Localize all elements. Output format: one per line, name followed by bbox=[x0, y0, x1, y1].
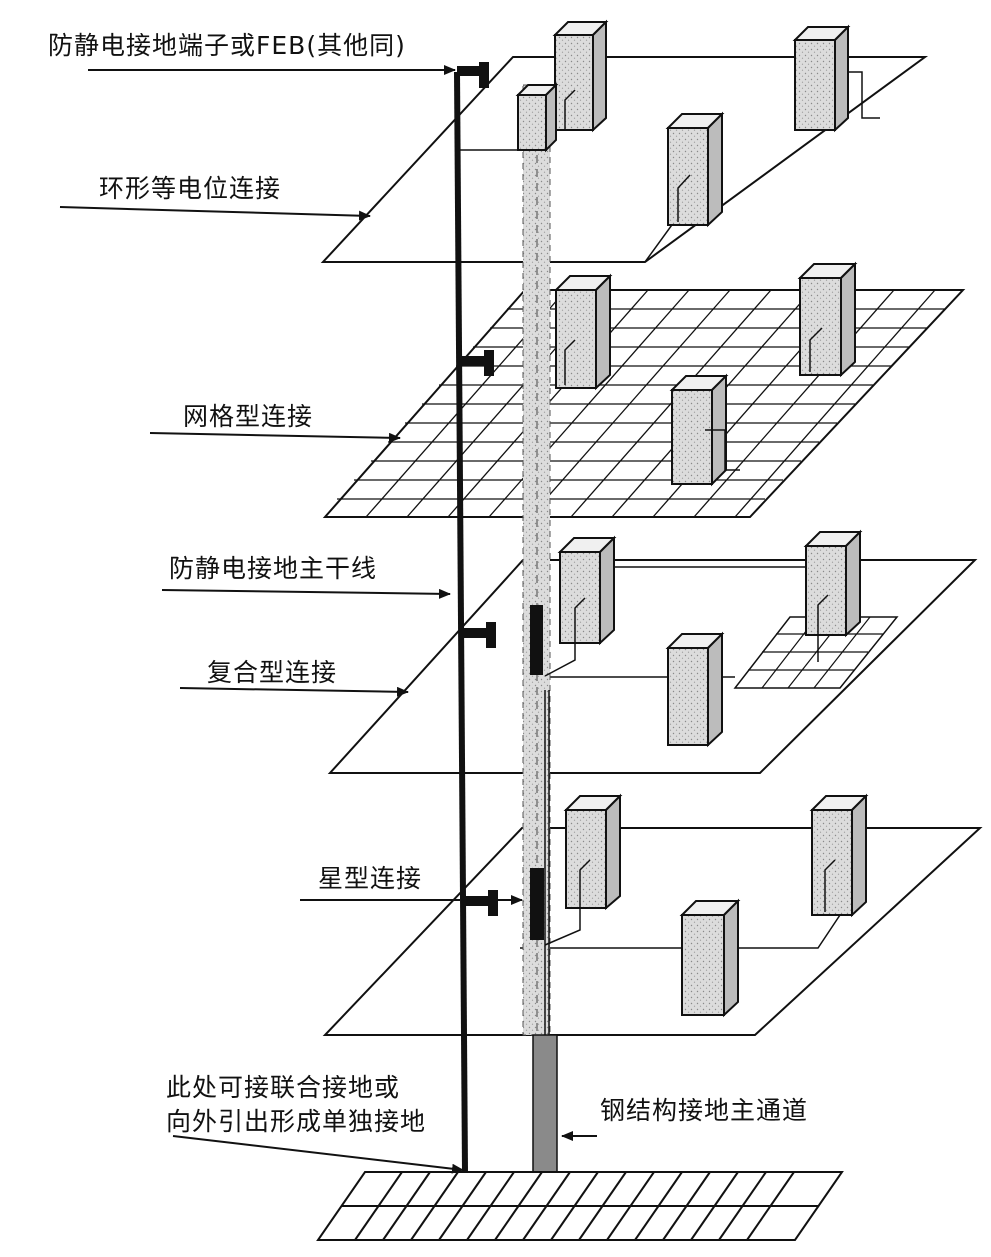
cabinet-ground-wires bbox=[544, 89, 836, 946]
leader-arrows bbox=[59, 65, 597, 1174]
label-hybrid-bonding: 复合型连接 bbox=[207, 658, 338, 687]
label-mesh-bonding: 网格型连接 bbox=[183, 402, 314, 431]
esd-trunk-line bbox=[454, 71, 468, 1173]
plane-mesh bbox=[322, 289, 966, 518]
label-esd-terminal: 防静电接地端子或FEB(其他同) bbox=[48, 31, 406, 60]
label-star-bonding: 星型连接 bbox=[318, 864, 423, 893]
label-ground-note-2: 向外引出形成单独接地 bbox=[166, 1107, 427, 1136]
label-esd-trunk: 防静电接地主干线 bbox=[169, 554, 378, 583]
label-ring-bonding: 环形等电位连接 bbox=[99, 174, 282, 203]
plane-star bbox=[322, 827, 983, 1036]
esd-terminal-markers bbox=[457, 62, 544, 940]
label-steel-channel: 钢结构接地主通道 bbox=[600, 1096, 809, 1125]
plane-hybrid bbox=[327, 559, 978, 774]
label-ground-note-1: 此处可接联合接地或 bbox=[166, 1073, 401, 1102]
ground-mesh bbox=[316, 1171, 844, 1241]
